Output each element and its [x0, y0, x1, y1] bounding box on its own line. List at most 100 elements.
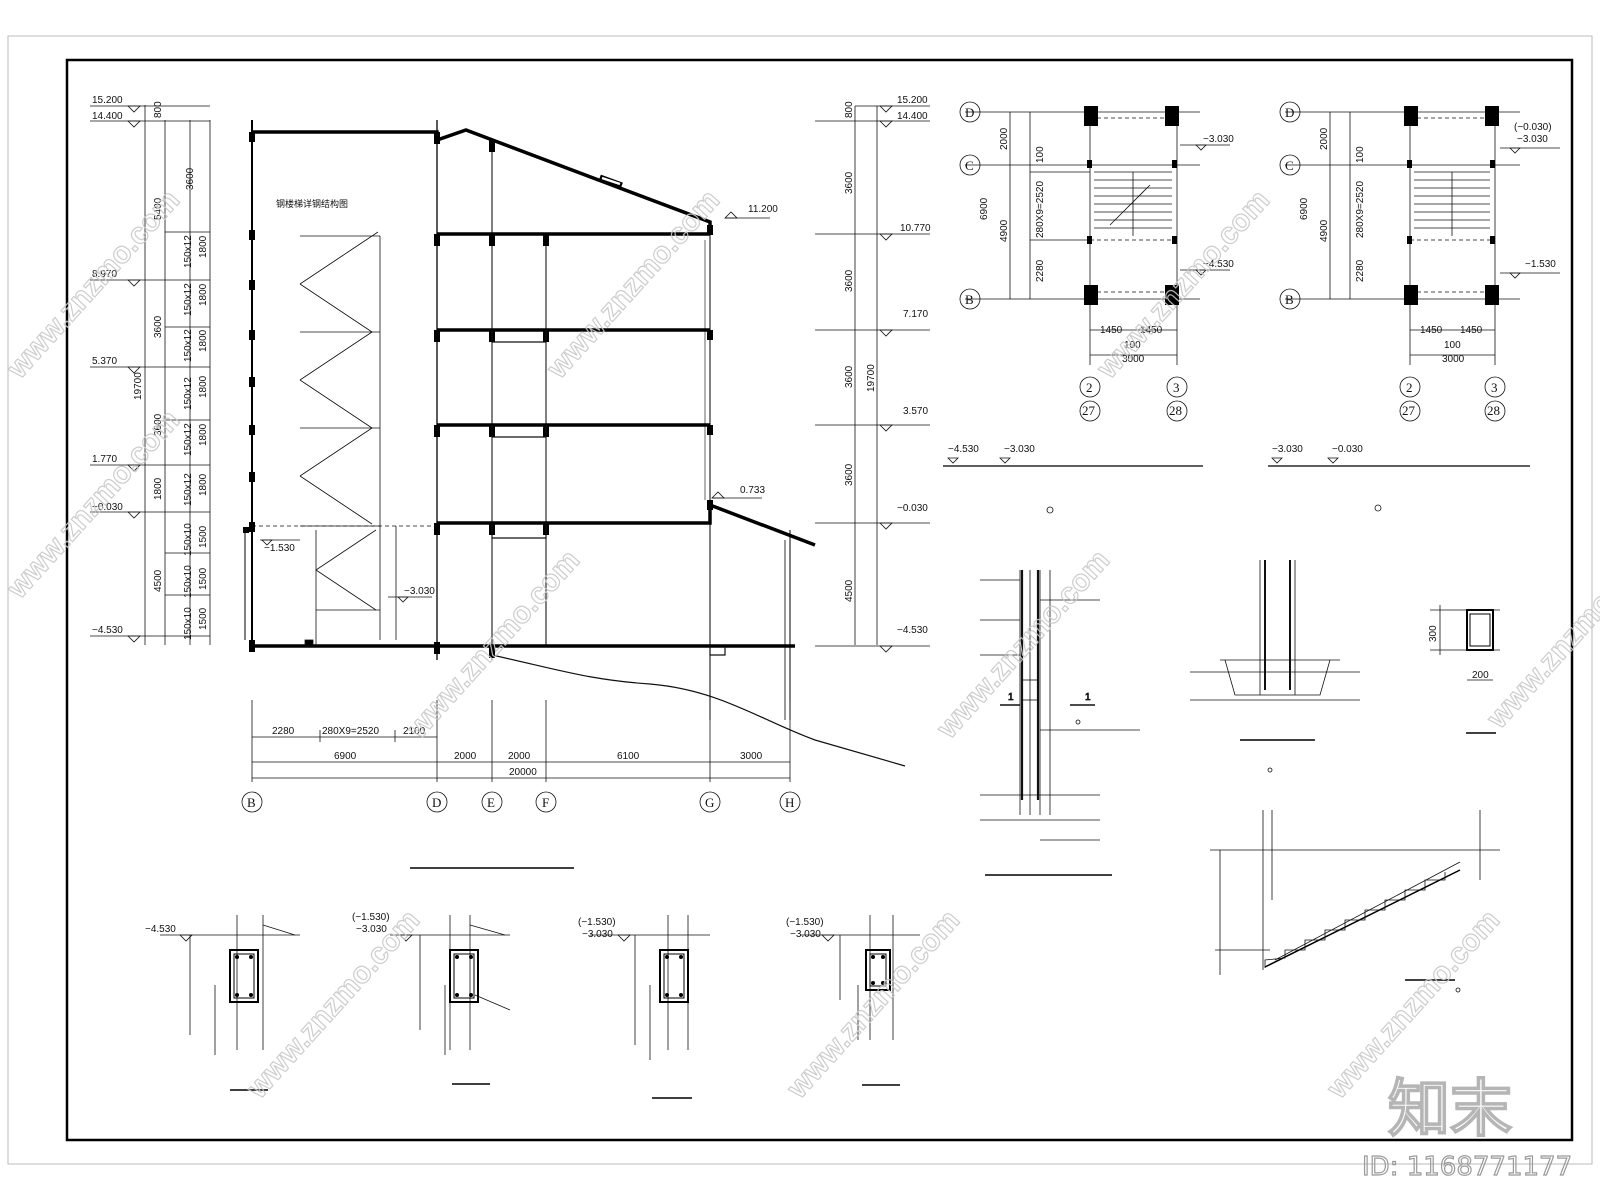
plan1-dim-1: 2000 [999, 127, 1010, 150]
landing-level-1: −1.530 [264, 543, 295, 554]
plan1-level-2: −4.530 [1203, 259, 1234, 270]
left-dim-1: 800 [153, 101, 164, 118]
plan1-axis-D: D [965, 105, 974, 120]
axis-H: H [785, 795, 794, 810]
stair-note: 钢楼梯详钢结构图 [276, 198, 348, 210]
plan2-dim-2: 100 [1355, 146, 1366, 163]
detail2-level-1: (−1.530) [352, 912, 390, 923]
beam-section-detail: 300 200 [1428, 605, 1500, 734]
bottom-dim-2e: 3000 [740, 751, 763, 762]
left-inner-7: 1800 [198, 473, 209, 496]
right-level-1: 15.200 [897, 95, 928, 106]
bottom-total: 20000 [509, 767, 537, 778]
axis-G: G [705, 795, 714, 810]
left-dim-3: 3600 [153, 315, 164, 338]
right-level-5: 3.570 [903, 406, 928, 417]
left-level-1: 15.200 [92, 95, 123, 106]
right-total: 19700 [866, 364, 877, 392]
left-dim-6: 4500 [153, 569, 164, 592]
plan1-axis-28: 28 [1169, 403, 1182, 418]
bottom-dim-2c: 2000 [508, 751, 531, 762]
right-level-6: −0.030 [897, 503, 928, 514]
right-level-3: 10.770 [900, 223, 931, 234]
bottom-dim-2a: 6900 [334, 751, 357, 762]
left-inner-2: 1800 [198, 235, 209, 258]
right-dim-6: 4500 [844, 579, 855, 602]
right-dim-3: 3600 [844, 269, 855, 292]
left-inner-6: 1800 [198, 423, 209, 446]
plan2-hdim-4: 3000 [1442, 354, 1465, 365]
left-level-4: 5.370 [92, 356, 117, 367]
left-inner-3: 1800 [198, 283, 209, 306]
plan2-dim-4: 2280 [1355, 259, 1366, 282]
bottom-dim-2d: 6100 [617, 751, 640, 762]
left-level-2: 14.400 [92, 111, 123, 122]
detail1-level: −4.530 [145, 924, 176, 935]
plan2-hdim-1: 1450 [1420, 325, 1443, 336]
left-dim-5: 1800 [153, 477, 164, 500]
bottom-dim-2b: 2000 [454, 751, 477, 762]
detail3-level-2: −3.030 [582, 929, 613, 940]
bottom-dim-1c: 2100 [403, 726, 426, 737]
beam-dim-w: 200 [1472, 670, 1489, 681]
outer-frame [7, 35, 1593, 1165]
bottom-dim-1a: 2280 [272, 726, 295, 737]
bottom-dim-1b: 280X9=2520 [322, 726, 379, 737]
beam-dim-h: 300 [1428, 625, 1439, 642]
building-section: 15.200 14.400 8.970 5.370 1.770 −0.030 −… [90, 95, 931, 869]
stair-plan-1: D C B 2000 100 280X9=2520 2280 4900 6900… [943, 101, 1234, 467]
left-level-3: 8.970 [92, 269, 117, 280]
steps-2: 150x12 [183, 283, 194, 316]
stair-plan-2: D C B 2000 100 280X9=2520 2280 4900 6900… [1268, 101, 1560, 467]
steps-6: 150x12 [183, 473, 194, 506]
steps-9: 150x10 [183, 607, 194, 640]
stair-flight-detail [1210, 810, 1500, 981]
plan2-axis-B: B [1285, 292, 1294, 307]
wm-site-7: www.znzmo.com [1480, 534, 1600, 736]
plan2-dim-6: 6900 [1299, 197, 1310, 220]
steps-5: 150x12 [183, 423, 194, 456]
detail2-level-2: −3.030 [356, 924, 387, 935]
plan1-hdim-3: 100 [1124, 340, 1141, 351]
axis-B: B [247, 795, 256, 810]
landing-level-2: −3.030 [404, 586, 435, 597]
plan2-level-2: −3.030 [1517, 134, 1548, 145]
plan1-section-label-2: −3.030 [1004, 444, 1035, 455]
image-id: ID: 1168771177 [1362, 1152, 1572, 1182]
plan2-hdim-2: 1450 [1460, 325, 1483, 336]
beam-end-details: −4.530 (−1.530) −3.030 [145, 912, 920, 1099]
plan2-level-3: −1.530 [1525, 259, 1556, 270]
wm-site-3: www.znzmo.com [1090, 184, 1276, 386]
left-inner-10: 1500 [198, 607, 209, 630]
drawing-border [65, 58, 1574, 1142]
plan1-section-label-1: −4.530 [948, 444, 979, 455]
roof-level: 11.200 [748, 204, 778, 215]
plan1-axis-C: C [965, 158, 974, 173]
plan2-section-label-2: −0.030 [1332, 444, 1363, 455]
plan1-dim-2: 100 [1035, 146, 1046, 163]
left-inner-1: 3600 [185, 167, 196, 190]
left-total: 19700 [133, 372, 144, 400]
plan1-dim-5: 4900 [999, 219, 1010, 242]
left-level-5: 1.770 [92, 454, 117, 465]
left-inner-9: 1500 [198, 567, 209, 590]
plan1-dim-3: 280X9=2520 [1035, 181, 1046, 238]
plan1-dim-6: 6900 [979, 197, 990, 220]
left-level-6: −0.030 [92, 502, 123, 513]
plan2-dim-1: 2000 [1319, 127, 1330, 150]
axis-F: F [542, 795, 549, 810]
wall-foundation-detail: 1 1 [980, 504, 1461, 993]
steps-7: 150x10 [183, 523, 194, 556]
plan1-axis-2: 2 [1086, 380, 1093, 395]
plan2-level-1: (−0.030) [1514, 122, 1552, 133]
steps-3: 150x12 [183, 329, 194, 362]
plan1-hdim-2: 1450 [1140, 325, 1163, 336]
stair-flights [299, 231, 397, 647]
plan1-hdim-4: 3000 [1122, 354, 1145, 365]
left-dim-2: 5400 [153, 197, 164, 220]
plan1-axis-27: 27 [1082, 403, 1096, 418]
watermark-layer: www.znzmo.com www.znzmo.com www.znzmo.co… [0, 183, 1600, 1182]
detail3-level-1: (−1.530) [578, 917, 616, 928]
right-dim-5: 3600 [844, 463, 855, 486]
